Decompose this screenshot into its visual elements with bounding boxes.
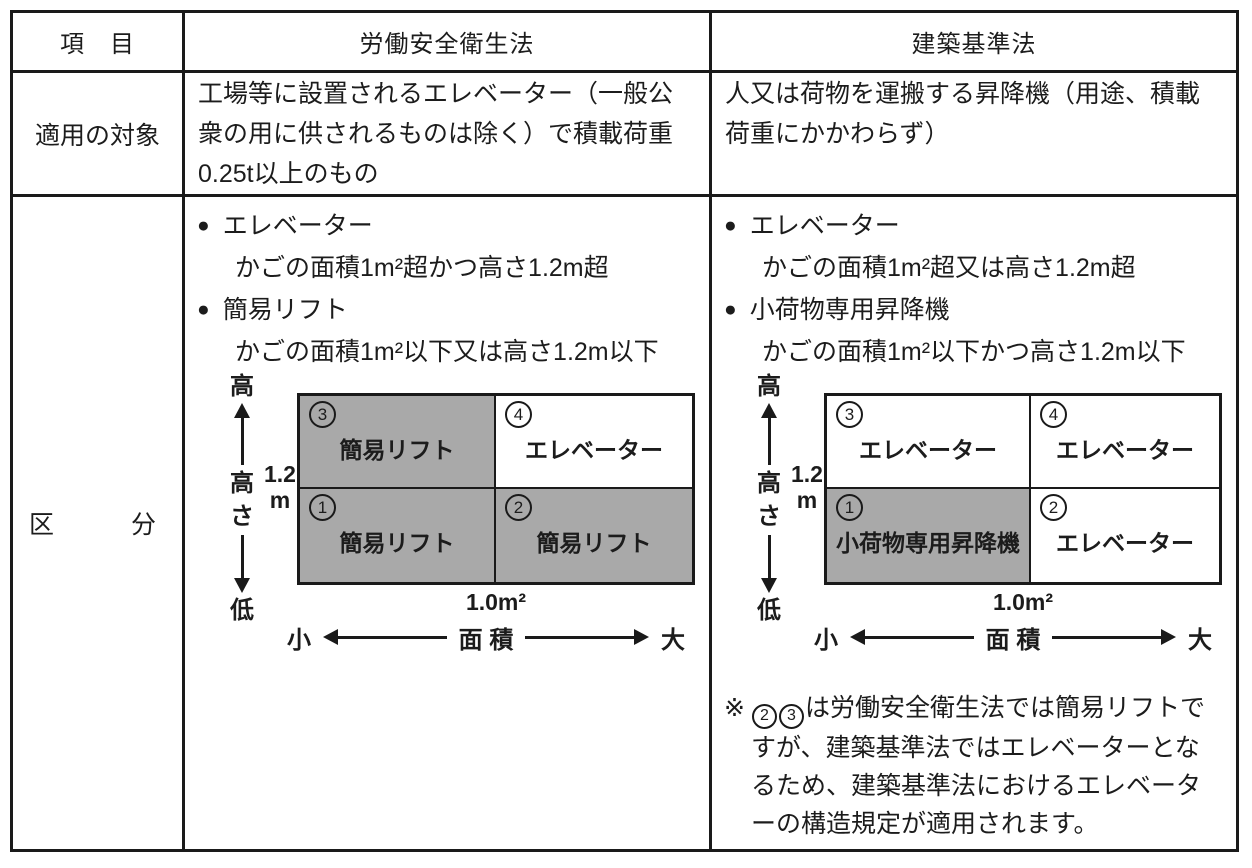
- osh-bullet-2: ● 簡易リフト: [197, 289, 697, 331]
- osh-bullet-2-desc: かごの面積1m²以下又は高さ1.2m以下: [235, 338, 659, 366]
- header-bsl-label: 建築基準法: [911, 31, 1037, 58]
- axis-low-label: 低: [757, 597, 781, 624]
- bsl-quadrant-2-label: エレベーター: [1056, 530, 1194, 556]
- axis-small-label: 小: [814, 626, 838, 654]
- bsl-bullet-2: ● 小荷物専用昇降機: [724, 289, 1224, 331]
- area-axis: 小 面 積 大: [814, 622, 1213, 654]
- scope-bsl-cell: 人又は荷物を運搬する昇降機（用途、積載荷重にかかわらず）: [712, 73, 1236, 197]
- bsl-bullet-1-title: エレベーター: [749, 212, 900, 240]
- osh-quadrant-4: 4 エレベーター: [496, 396, 692, 489]
- bullet-icon: ●: [724, 214, 737, 237]
- circled-number-icon: 2: [505, 494, 532, 521]
- comparison-table: 項 目 労働安全衛生法 建築基準法 適用の対象 工場等に設置されるエレベーター（…: [10, 10, 1239, 852]
- height-threshold-unit: m: [269, 487, 291, 513]
- class-label-char-2: 分: [130, 511, 156, 539]
- osh-quadrant-3: 3 簡易リフト: [300, 396, 496, 489]
- circled-number-icon: 4: [505, 401, 532, 428]
- height-threshold-label: 1.2 m: [259, 461, 301, 513]
- bsl-quadrant-1-label: 小荷物専用昇降機: [836, 530, 1020, 556]
- header-osh-cell: 労働安全衛生法: [185, 13, 712, 73]
- area-threshold-label: 1.0m²: [465, 589, 527, 615]
- circled-number-icon: 1: [836, 494, 863, 521]
- bsl-bullet-2-title: 小荷物専用昇降機: [749, 296, 950, 324]
- class-osh-cell: ● エレベーター かごの面積1m²超かつ高さ1.2m超 ● 簡易リフト かごの面…: [185, 197, 712, 849]
- bsl-quadrant-3: 3 エレベーター: [827, 396, 1031, 489]
- arrow-up-icon: [761, 403, 777, 465]
- header-item-label: 項 目: [60, 31, 135, 58]
- class-bsl-cell: ● エレベーター かごの面積1m²超又は高さ1.2m超 ● 小荷物専用昇降機 か…: [712, 197, 1236, 849]
- osh-quadrant-diagram: 高 高さ 低 1.2 m 3 簡易リフト 4 エレベーター: [197, 373, 697, 659]
- height-axis: 高 高さ 低: [219, 373, 265, 639]
- scope-row-label: 適用の対象: [34, 121, 160, 150]
- axis-low-label: 低: [230, 597, 254, 624]
- circled-number-icon: 2: [752, 703, 777, 729]
- axis-small-label: 小: [287, 626, 311, 654]
- osh-bullet-1: ● エレベーター: [197, 205, 697, 247]
- scope-osh-cell: 工場等に設置されるエレベーター（一般公衆の用に供されるものは除く）で積載荷重0.…: [185, 73, 712, 197]
- area-axis-title: 面 積: [458, 626, 514, 654]
- osh-quadrant-4-label: エレベーター: [525, 437, 663, 463]
- bsl-quadrant-2: 2 エレベーター: [1031, 489, 1219, 582]
- bsl-quadrant-box: 3 エレベーター 4 エレベーター 1 小荷物専用昇降機 2 エレベーター: [824, 393, 1222, 585]
- height-threshold-label: 1.2 m: [786, 461, 828, 513]
- class-label-char-1: 区: [29, 511, 55, 539]
- osh-bullet-2-title: 簡易リフト: [222, 296, 348, 324]
- bsl-quadrant-4-label: エレベーター: [1056, 437, 1194, 463]
- arrow-right-icon: [525, 629, 650, 645]
- bsl-bullet-2-desc: かごの面積1m²以下かつ高さ1.2m以下: [762, 338, 1186, 366]
- class-row-label-cell: 区 分: [13, 197, 185, 849]
- height-threshold-value: 1.2: [264, 461, 296, 487]
- axis-large-label: 大: [661, 626, 686, 654]
- arrow-down-icon: [761, 535, 777, 593]
- axis-high-label: 高: [230, 373, 254, 400]
- header-osh-label: 労働安全衛生法: [359, 31, 535, 58]
- bullet-icon: ●: [724, 298, 737, 321]
- bsl-bullet-1: ● エレベーター: [724, 205, 1224, 247]
- header-item-cell: 項 目: [13, 13, 185, 73]
- osh-quadrant-2-label: 簡易リフト: [536, 530, 652, 556]
- circled-number-icon: 2: [1040, 494, 1067, 521]
- arrow-up-icon: [234, 403, 250, 465]
- circled-number-icon: 1: [309, 494, 336, 521]
- bsl-quadrant-4: 4 エレベーター: [1031, 396, 1219, 489]
- osh-quadrant-3-label: 簡易リフト: [339, 437, 455, 463]
- bullet-icon: ●: [197, 298, 210, 321]
- header-bsl-cell: 建築基準法: [712, 13, 1236, 73]
- arrow-left-icon: [850, 629, 974, 645]
- area-threshold-label: 1.0m²: [992, 589, 1054, 615]
- height-axis: 高 高さ 低: [746, 373, 792, 639]
- axis-high-label: 高: [757, 373, 781, 400]
- circled-number-icon: 3: [779, 703, 804, 729]
- osh-quadrant-2: 2 簡易リフト: [496, 489, 692, 582]
- bsl-bullet-1-desc: かごの面積1m²超又は高さ1.2m超: [762, 254, 1136, 282]
- osh-quadrant-box: 3 簡易リフト 4 エレベーター 1 簡易リフト 2 簡易リフト: [297, 393, 695, 585]
- height-threshold-unit: m: [796, 487, 818, 513]
- height-axis-title: 高さ: [757, 470, 781, 530]
- circled-number-icon: 3: [309, 401, 336, 428]
- area-axis: 小 面 積 大: [287, 622, 686, 654]
- area-axis-title: 面 積: [985, 626, 1041, 654]
- bsl-quadrant-3-label: エレベーター: [859, 437, 997, 463]
- height-axis-title: 高さ: [230, 470, 254, 530]
- bsl-quadrant-diagram: 高 高さ 低 1.2 m 3 エレベーター 4 エレベーター: [724, 373, 1224, 659]
- height-threshold-value: 1.2: [791, 461, 823, 487]
- osh-quadrant-1-label: 簡易リフト: [339, 530, 455, 556]
- reference-mark-icon: ※: [724, 694, 745, 722]
- arrow-right-icon: [1052, 629, 1177, 645]
- arrow-left-icon: [323, 629, 447, 645]
- osh-bullet-1-title: エレベーター: [222, 212, 373, 240]
- arrow-down-icon: [234, 535, 250, 593]
- bullet-icon: ●: [197, 214, 210, 237]
- bsl-quadrant-1: 1 小荷物専用昇降機: [827, 489, 1031, 582]
- osh-quadrant-1: 1 簡易リフト: [300, 489, 496, 582]
- osh-bullet-1-desc: かごの面積1m²超かつ高さ1.2m超: [235, 254, 609, 282]
- scope-row-label-cell: 適用の対象: [13, 73, 185, 197]
- axis-large-label: 大: [1188, 626, 1213, 654]
- circled-number-icon: 3: [836, 401, 863, 428]
- bsl-footnote-body: は労働安全衛生法では簡易リフトですが、建築基準法ではエレベーターとなるため、建築…: [751, 694, 1206, 838]
- circled-number-icon: 4: [1040, 401, 1067, 428]
